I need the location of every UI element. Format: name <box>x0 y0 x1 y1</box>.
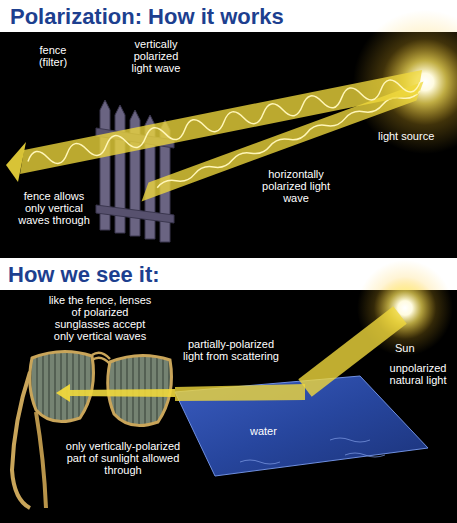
source-label: light source <box>378 130 450 142</box>
fence-rail <box>96 205 174 223</box>
wave-line <box>26 74 421 169</box>
arrow-head <box>6 142 26 182</box>
fence-note: fence allows only vertical waves through <box>14 190 94 226</box>
glasses-bridge <box>92 353 110 364</box>
water-label: water <box>250 425 300 437</box>
water-surface <box>175 376 428 476</box>
wave-label: vertically polarized light wave <box>125 38 187 74</box>
result-note: only vertically-polarized part of sunlig… <box>62 440 184 476</box>
bottom-panel <box>0 290 457 523</box>
diagram-title: Polarization: How it works <box>10 5 284 29</box>
vertical-wave <box>26 74 421 169</box>
sunglasses <box>12 351 172 508</box>
water-ripples <box>240 438 385 464</box>
scatter-label: partially-polarized light from scatterin… <box>180 338 282 362</box>
reflected-beam <box>175 384 305 401</box>
fence-filter <box>96 100 174 242</box>
wave-label: horizontally polarized light wave <box>262 168 330 204</box>
arrow-head <box>56 384 70 402</box>
fence-label: fence (filter) <box>26 44 80 68</box>
glasses-temple <box>36 412 46 508</box>
natural-light-label: unpolarized natural light <box>385 362 451 386</box>
sun-label: Sun <box>395 342 435 354</box>
light-beam <box>20 70 422 174</box>
lens-stripes <box>30 351 94 421</box>
glasses-note: like the fence, lenses of polarized sung… <box>44 294 156 342</box>
section-heading: How we see it: <box>8 263 160 287</box>
lens <box>30 351 94 421</box>
glasses-temple <box>12 372 30 508</box>
passed-light <box>70 389 175 397</box>
